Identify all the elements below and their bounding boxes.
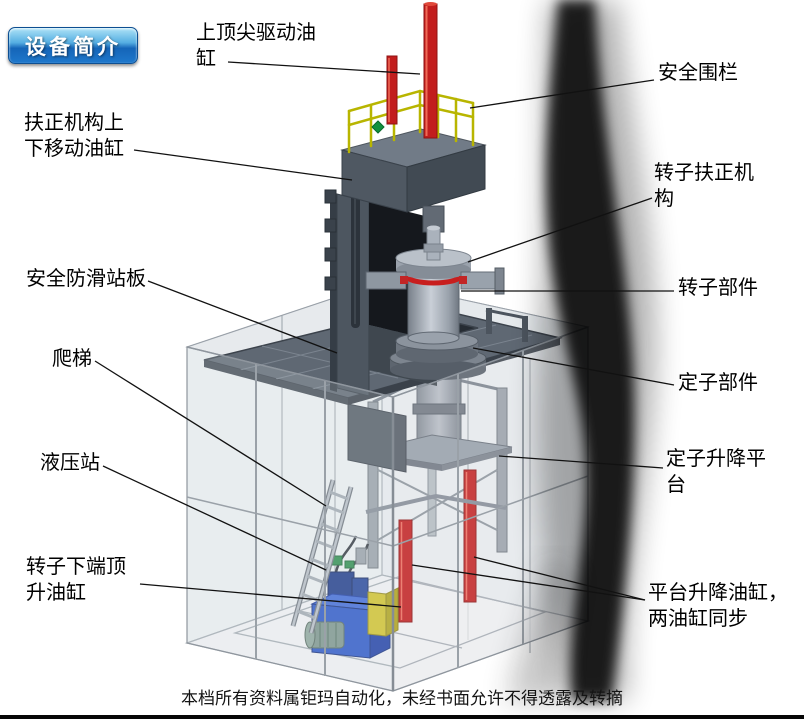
leader-platform-cylinders-b bbox=[411, 564, 646, 601]
label-top-tip-drive-cylinder: 上顶尖驱动油 缸 bbox=[196, 22, 316, 70]
label-stator-part: 定子部件 bbox=[678, 372, 758, 394]
column-pedestal bbox=[347, 403, 407, 473]
leader-ladder bbox=[94, 360, 327, 507]
leader-centering-lift-cylinder bbox=[133, 149, 353, 181]
leader-stator-lift-platform bbox=[498, 455, 664, 469]
rotor-assembly bbox=[365, 205, 505, 380]
leader-anti-slip-platform bbox=[147, 280, 338, 354]
label-rotor-part: 转子部件 bbox=[678, 277, 758, 299]
bottom-edge-bar bbox=[0, 715, 804, 719]
confidentiality-footer: 本档所有资料属钜玛自动化，未经书面允许不得透露及转摘 bbox=[181, 689, 623, 708]
leader-stator-part bbox=[472, 347, 675, 386]
label-centering-lift-cylinder: 扶正机构上 下移动油缸 bbox=[24, 112, 124, 160]
leader-hydraulic-station bbox=[102, 465, 327, 571]
access-ladder bbox=[290, 479, 354, 634]
platform-lift-cylinder-left bbox=[398, 519, 413, 623]
leader-platform-cylinders-a bbox=[473, 556, 646, 601]
rotor-body bbox=[407, 275, 460, 339]
label-anti-slip-platform: 安全防滑站板 bbox=[26, 268, 146, 290]
column-top-box-right bbox=[406, 144, 486, 213]
hydraulic-station-unit bbox=[304, 535, 399, 659]
title-badge: 设备简介 bbox=[8, 27, 138, 64]
leader-top-tip-drive-cylinder bbox=[227, 61, 421, 75]
label-ladder: 爬梯 bbox=[52, 348, 92, 370]
leader-safety-fence bbox=[469, 79, 655, 109]
shadow-smoke bbox=[507, 0, 656, 702]
label-safety-fence: 安全围栏 bbox=[658, 62, 738, 84]
label-stator-lift-platform: 定子升降平 台 bbox=[666, 448, 766, 496]
leader-rotor-bottom-jack-cylinder bbox=[139, 583, 402, 608]
fence-green-plate bbox=[371, 120, 385, 134]
label-platform-lift-cylinders: 平台升降油缸， 两油缸同步 bbox=[648, 582, 788, 630]
label-hydraulic-station: 液压站 bbox=[40, 452, 100, 474]
label-rotor-centering-mechanism: 转子扶正机 构 bbox=[654, 162, 754, 210]
label-rotor-bottom-jack-cylinder: 转子下端顶 升油缸 bbox=[26, 556, 126, 604]
leader-lines bbox=[94, 61, 675, 608]
leader-rotor-centering-mechanism bbox=[467, 197, 653, 263]
drive-cylinder-rods bbox=[386, 2, 438, 139]
